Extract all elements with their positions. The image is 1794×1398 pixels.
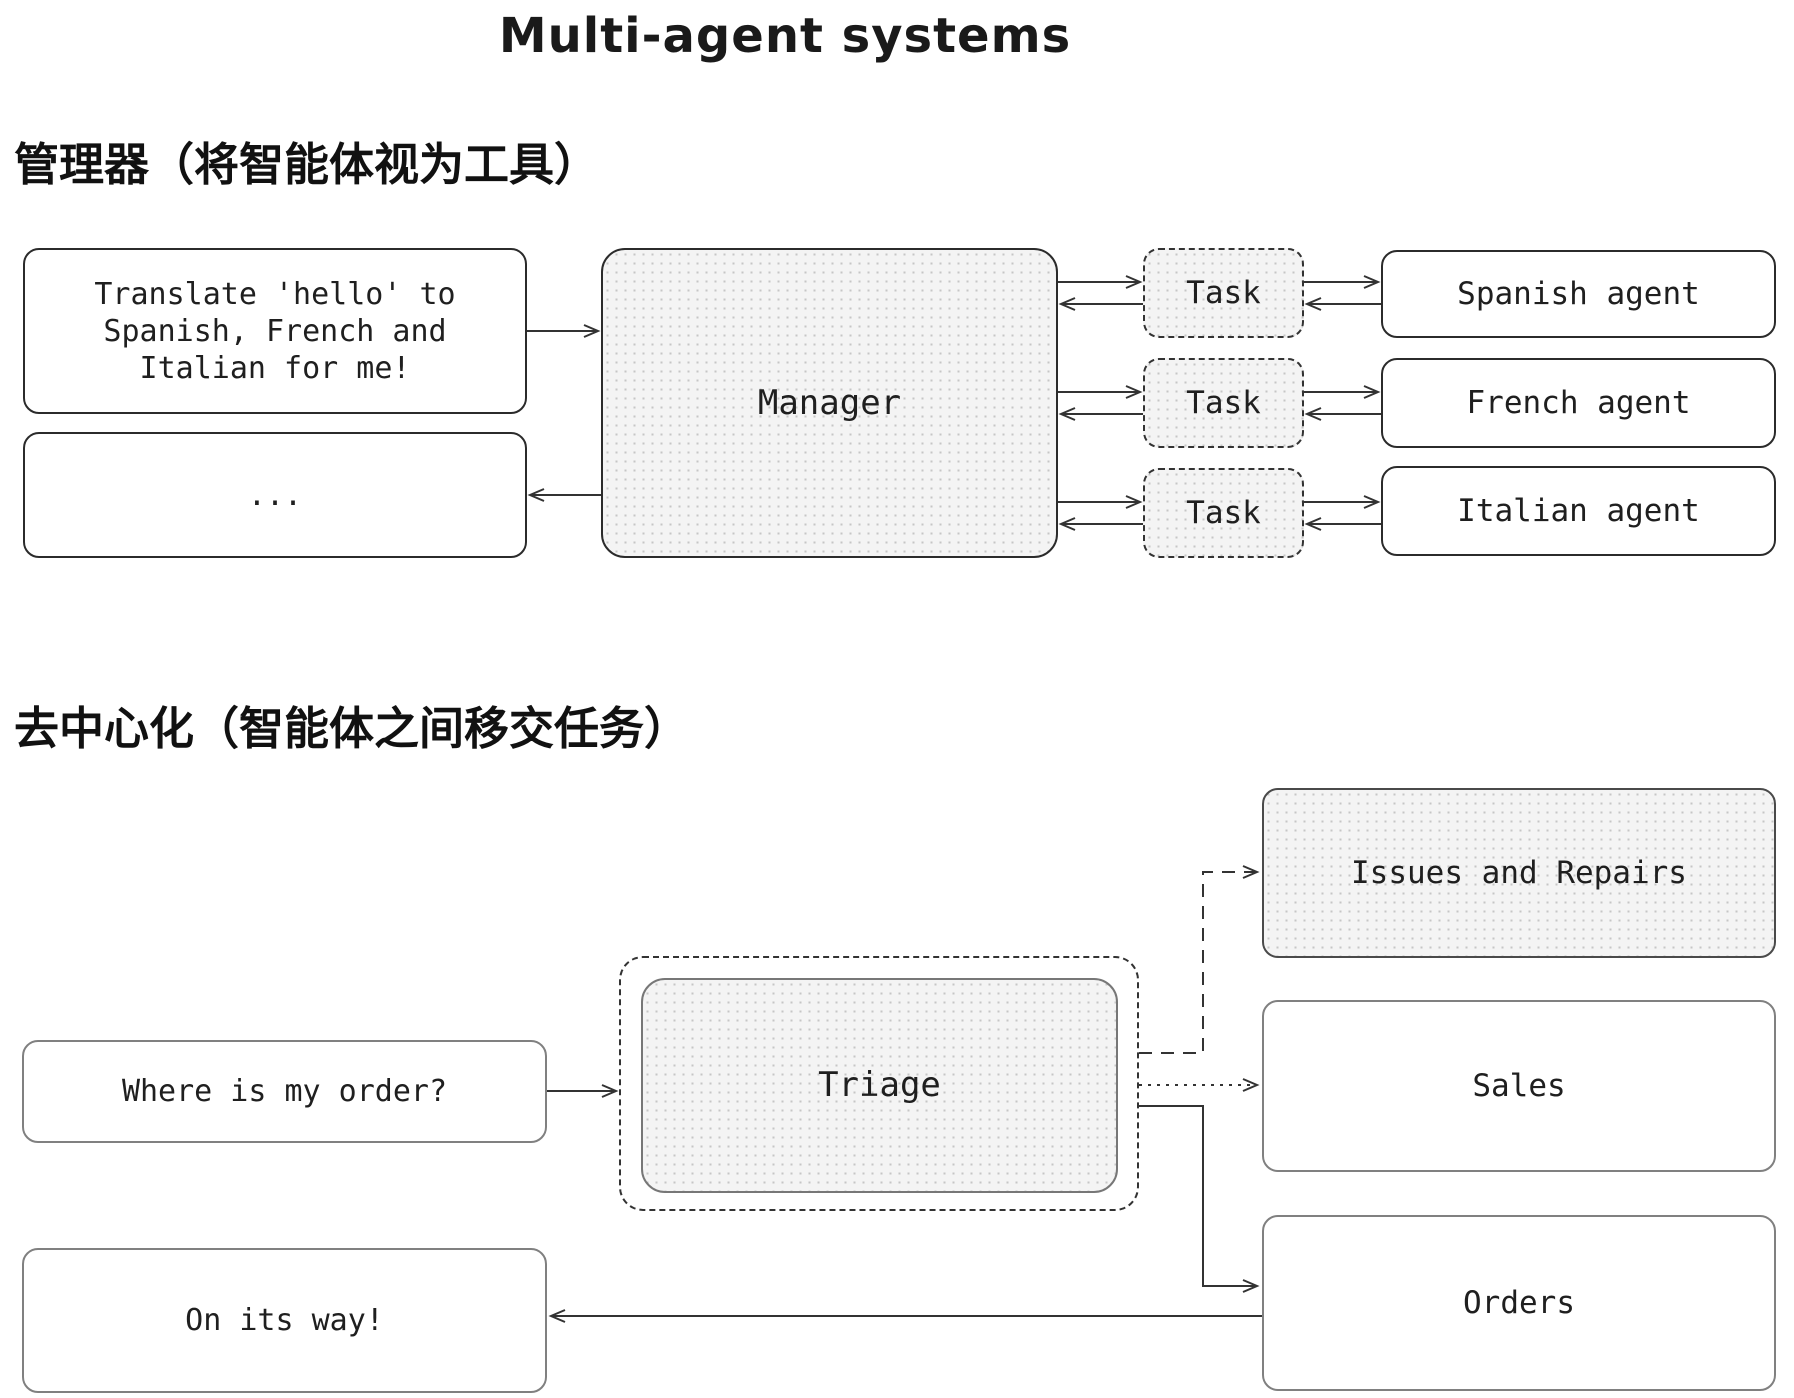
sales-label: Sales bbox=[1472, 1067, 1566, 1104]
manager-label: Manager bbox=[757, 382, 902, 423]
issues-and-repairs-box: Issues and Repairs bbox=[1262, 788, 1776, 958]
french-agent-label: French agent bbox=[1466, 384, 1691, 421]
page-title: Multi-agent systems bbox=[498, 8, 1072, 64]
task-label-1: Task bbox=[1186, 274, 1261, 311]
issues-and-repairs-label: Issues and Repairs bbox=[1351, 854, 1687, 891]
order-reply-text: On its way! bbox=[185, 1303, 384, 1338]
order-question-text: Where is my order? bbox=[121, 1074, 448, 1109]
user-request-box: Translate 'hello' to Spanish, French and… bbox=[23, 248, 527, 414]
section-heading-manager: 管理器（将智能体视为工具） bbox=[14, 138, 600, 191]
sales-box: Sales bbox=[1262, 1000, 1776, 1172]
spanish-agent-box: Spanish agent bbox=[1381, 250, 1776, 338]
italian-agent-box: Italian agent bbox=[1381, 466, 1776, 556]
order-question-box: Where is my order? bbox=[22, 1040, 547, 1143]
spanish-agent-label: Spanish agent bbox=[1457, 275, 1700, 312]
italian-agent-label: Italian agent bbox=[1457, 492, 1700, 529]
task-label-2: Task bbox=[1186, 384, 1261, 421]
arrow-triage-to-orders bbox=[1139, 1105, 1260, 1293]
section-heading-decentralized: 去中心化（智能体之间移交任务） bbox=[14, 702, 690, 755]
ellipsis-box: ... bbox=[23, 432, 527, 558]
order-reply-box: On its way! bbox=[22, 1248, 547, 1393]
arrow-triage-to-issues bbox=[1139, 865, 1260, 1054]
user-request-text: Translate 'hello' to Spanish, French and… bbox=[94, 276, 456, 386]
triage-container bbox=[619, 956, 1139, 1211]
task-box-1: Task bbox=[1143, 248, 1304, 338]
manager-box: Manager bbox=[601, 248, 1058, 558]
triage-box: Triage bbox=[641, 978, 1118, 1193]
task-label-3: Task bbox=[1186, 494, 1261, 531]
orders-label: Orders bbox=[1463, 1284, 1575, 1321]
french-agent-box: French agent bbox=[1381, 358, 1776, 448]
ellipsis-text: ... bbox=[247, 477, 303, 513]
task-box-3: Task bbox=[1143, 468, 1304, 558]
triage-label: Triage bbox=[818, 1065, 941, 1105]
orders-box: Orders bbox=[1262, 1215, 1776, 1391]
task-box-2: Task bbox=[1143, 358, 1304, 448]
